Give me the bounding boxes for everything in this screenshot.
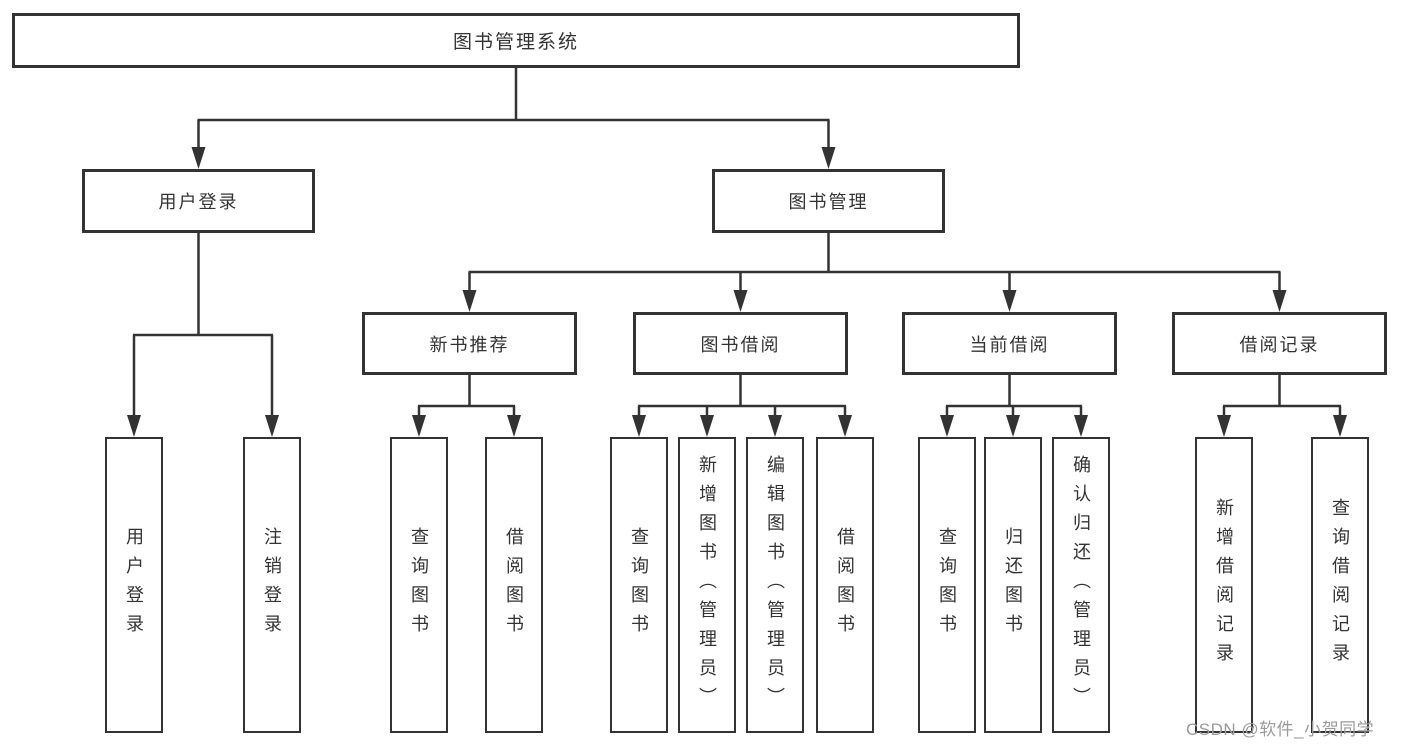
leaf-query-books-current: 查询图书	[918, 437, 976, 733]
leaf-borrow-books-recommend: 借阅图书	[485, 437, 543, 733]
node-book-borrowing: 图书借阅	[633, 312, 848, 375]
leaf-query-borrow-record: 查询借阅记录	[1311, 437, 1369, 733]
leaf-borrow-books: 借阅图书	[816, 437, 874, 733]
leaf-label: 注销登录	[262, 527, 282, 643]
leaf-query-books-recommend: 查询图书	[390, 437, 448, 733]
leaf-label: 用户登录	[124, 527, 144, 643]
leaf-edit-books-admin: 编辑图书（管理员）	[746, 437, 804, 733]
leaf-user-login: 用户登录	[105, 437, 163, 733]
leaf-confirm-return-admin: 确认归还（管理员）	[1052, 437, 1110, 733]
node-label: 用户登录	[158, 192, 239, 212]
node-label: 新书推荐	[429, 334, 510, 355]
leaf-return-books: 归还图书	[984, 437, 1042, 733]
csdn-watermark: CSDN @软件_小贺同学	[1186, 720, 1375, 739]
leaf-label: 确认归还（管理员）	[1071, 454, 1091, 716]
node-new-book-recommendation: 新书推荐	[362, 312, 577, 375]
leaf-query-books-borrow: 查询图书	[610, 437, 668, 733]
node-label: 当前借阅	[969, 334, 1050, 355]
node-label: 图书借阅	[700, 334, 781, 355]
leaf-label: 查询图书	[409, 527, 429, 643]
leaf-label: 借阅图书	[504, 527, 524, 643]
node-library-management-system: 图书管理系统	[12, 13, 1020, 68]
leaf-logout: 注销登录	[243, 437, 301, 733]
leaf-label: 编辑图书（管理员）	[765, 454, 785, 716]
arrowheads	[127, 147, 1347, 437]
leaf-label: 查询图书	[629, 527, 649, 643]
leaf-label: 查询图书	[937, 527, 957, 643]
node-user-login: 用户登录	[82, 169, 315, 233]
node-label: 借阅记录	[1239, 334, 1320, 355]
leaf-add-borrow-record: 新增借阅记录	[1195, 437, 1253, 733]
leaf-label: 新增图书（管理员）	[697, 454, 717, 716]
leaf-label: 归还图书	[1003, 527, 1023, 643]
node-borrowing-records: 借阅记录	[1172, 312, 1387, 375]
leaf-label: 查询借阅记录	[1330, 498, 1350, 672]
leaf-label: 新增借阅记录	[1214, 498, 1234, 672]
leaf-add-books-admin: 新增图书（管理员）	[678, 437, 736, 733]
leaf-label: 借阅图书	[835, 527, 855, 643]
node-current-borrowing: 当前借阅	[902, 312, 1117, 375]
node-label: 图书管理	[788, 192, 869, 212]
node-label: 图书管理系统	[452, 32, 579, 53]
node-book-management: 图书管理	[712, 169, 945, 233]
